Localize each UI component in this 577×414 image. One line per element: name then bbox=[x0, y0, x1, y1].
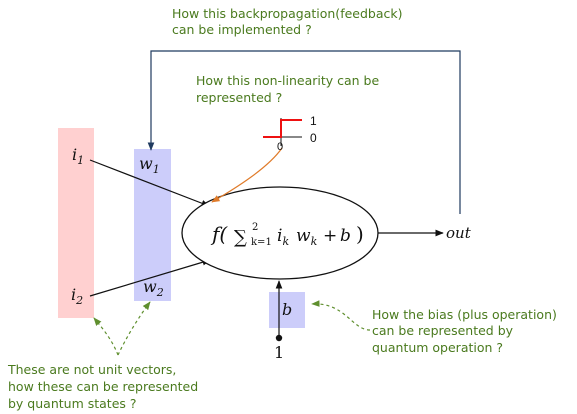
term-wk: wk bbox=[296, 226, 318, 248]
bias-box bbox=[269, 292, 305, 328]
step-label-high: 1 bbox=[310, 114, 317, 128]
dashed-arrow-to-bias bbox=[311, 300, 371, 331]
arrow-i1-to-neuron bbox=[89, 159, 210, 207]
sum-lower-limit: k=1 bbox=[251, 237, 272, 248]
bias-input-value: 1 bbox=[274, 343, 284, 362]
weight-vector-bar bbox=[134, 149, 171, 301]
weight-w2-label: w2 bbox=[143, 277, 164, 299]
note-backpropagation: How this backpropagation(feedback) can b… bbox=[172, 6, 406, 37]
feedback-arrow bbox=[147, 50, 461, 214]
dashed-arrow-to-weight-bar bbox=[117, 301, 151, 356]
close-paren: ) bbox=[356, 222, 364, 246]
bias-label: b bbox=[282, 300, 292, 319]
term-ik: ik bbox=[277, 226, 289, 248]
step-label-low: 0 bbox=[310, 131, 317, 145]
plus-sign: + bbox=[323, 226, 337, 246]
step-function-graph bbox=[263, 118, 302, 146]
dashed-arrow-to-input-bar bbox=[93, 317, 119, 356]
input-vector-bar bbox=[58, 128, 94, 318]
output-label: out bbox=[446, 224, 472, 242]
nonlinearity-arrow bbox=[211, 147, 283, 203]
note-unit-vectors: These are not unit vectors, how these ca… bbox=[7, 362, 202, 411]
bias-input-dot bbox=[275, 334, 283, 342]
note-nonlinearity: How this non-linearity can be represente… bbox=[196, 73, 383, 105]
bias-term: b bbox=[340, 226, 351, 246]
sum-symbol: ∑ bbox=[234, 227, 247, 248]
weight-w1-label: w1 bbox=[139, 154, 160, 176]
input-i2-label: i2 bbox=[71, 285, 83, 307]
input-i1-label: i1 bbox=[72, 145, 84, 167]
arrow-i2-to-neuron bbox=[89, 258, 211, 297]
step-label-origin: 0 bbox=[277, 141, 283, 153]
sum-upper-limit: 2 bbox=[252, 222, 258, 233]
activation-f: f( bbox=[210, 222, 228, 246]
note-bias: How the bias (plus operation) can be rep… bbox=[372, 307, 561, 355]
neuron-formula: f( ∑ 2 k=1 ik wk + b ) bbox=[210, 222, 364, 248]
